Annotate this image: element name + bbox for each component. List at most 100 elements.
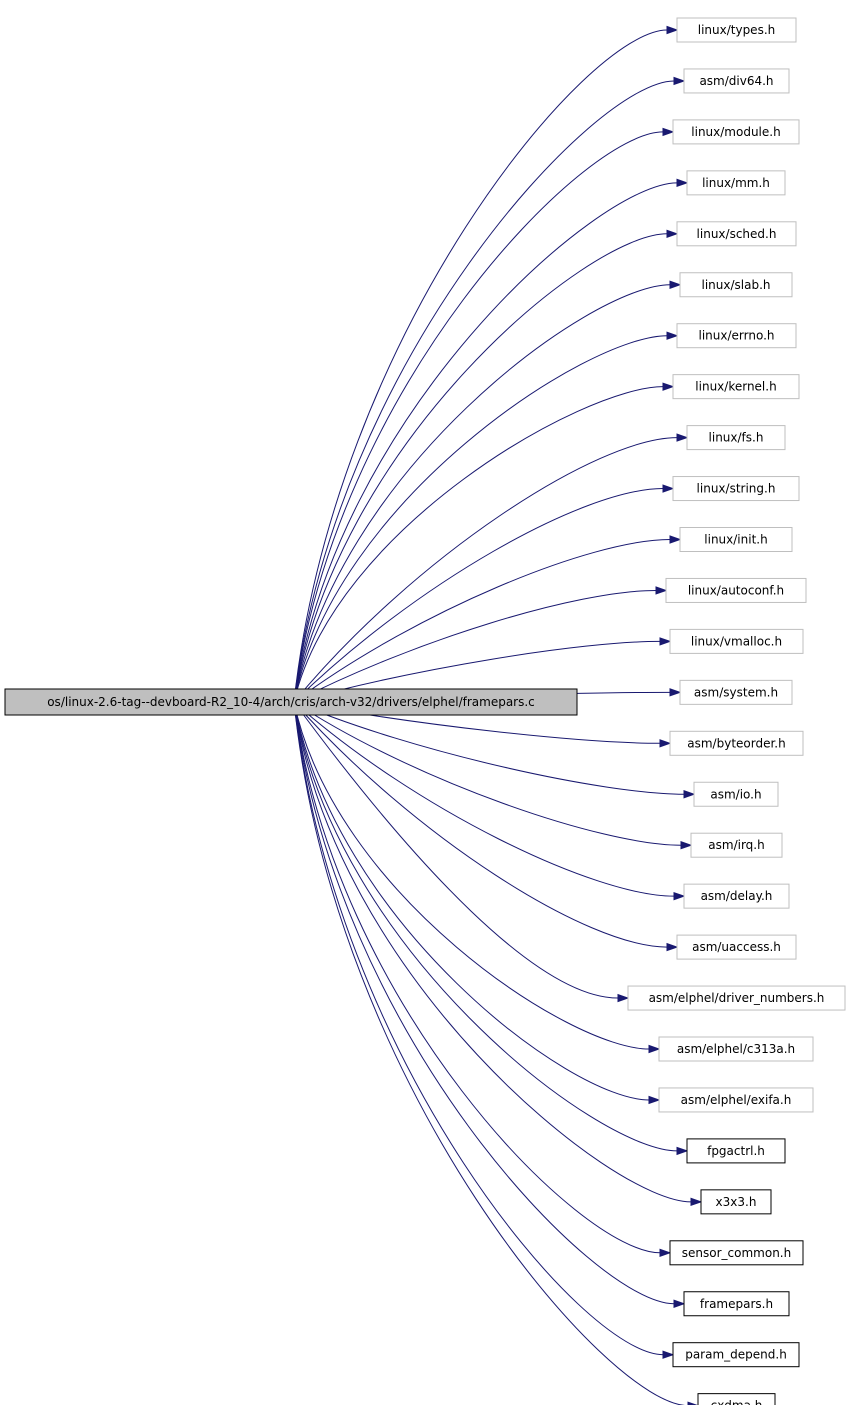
edge-to-asm-delay-h xyxy=(293,701,675,897)
node-box xyxy=(686,1138,786,1164)
node-box xyxy=(683,883,790,909)
node-x3x3-h[interactable]: x3x3.h xyxy=(700,1189,772,1215)
node-framepars-h[interactable]: framepars.h xyxy=(683,1291,790,1317)
node-box xyxy=(690,832,783,858)
node-label: sensor_common.h xyxy=(682,1246,791,1260)
node-cxdma-h[interactable]: cxdma.h xyxy=(697,1393,776,1405)
node-label: linux/init.h xyxy=(704,533,767,547)
node-box xyxy=(686,425,786,451)
node-box xyxy=(676,323,797,349)
node-label: linux/vmalloc.h xyxy=(691,634,782,648)
node-box xyxy=(672,374,800,400)
arrowhead-framepars-h xyxy=(673,1299,686,1308)
edge-to-asm-elphel-c313a-h xyxy=(293,701,650,1050)
node-label: asm/uaccess.h xyxy=(692,940,781,954)
edges-layer xyxy=(293,25,703,1405)
edge-to-linux-sched-h xyxy=(293,233,668,703)
node-box xyxy=(679,527,793,552)
node-box xyxy=(683,68,790,94)
node-label: asm/elphel/c313a.h xyxy=(677,1042,795,1056)
node-box xyxy=(679,272,793,298)
arrowhead-x3x3-h xyxy=(690,1197,703,1207)
arrowhead-param-depend-h xyxy=(662,1350,675,1359)
node-param-depend-h[interactable]: param_depend.h xyxy=(672,1342,800,1368)
arrowhead-linux-slab-h xyxy=(669,280,682,289)
node-linux-string-h: linux/string.h xyxy=(672,476,800,502)
node-label: linux/sched.h xyxy=(697,227,777,241)
edge-to-linux-string-h xyxy=(293,488,664,703)
node-asm-delay-h: asm/delay.h xyxy=(683,883,790,909)
source-node-label: os/linux-2.6-tag--devboard-R2_10-4/arch/… xyxy=(47,695,535,709)
nodes-layer: linux/types.h asm/div64.h linux/module.h li… xyxy=(4,17,846,1405)
arrowhead-linux-mm-h xyxy=(676,178,689,188)
node-linux-fs-h: linux/fs.h xyxy=(686,425,786,451)
arrowhead-linux-kernel-h xyxy=(662,382,675,391)
arrowhead-linux-vmalloc-h xyxy=(659,637,672,646)
node-box xyxy=(627,985,846,1011)
arrowhead-asm-io-h xyxy=(683,790,696,799)
node-asm-elphel-c313a-h: asm/elphel/c313a.h xyxy=(658,1036,814,1062)
node-asm-byteorder-h: asm/byteorder.h xyxy=(669,730,804,756)
node-box xyxy=(676,934,797,960)
node-label: framepars.h xyxy=(700,1297,773,1311)
edge-to-asm-elphel-driver-numbers-h xyxy=(293,701,619,999)
arrowhead-sensor-common-h xyxy=(659,1248,672,1258)
edge-to-cxdma-h xyxy=(293,701,687,1405)
edge-to-linux-fs-h xyxy=(293,437,678,703)
node-label: linux/module.h xyxy=(691,125,780,139)
node-asm-div64-h: asm/div64.h xyxy=(683,68,790,94)
node-label: fpgactrl.h xyxy=(707,1144,765,1158)
edge-to-linux-errno-h xyxy=(293,335,668,703)
node-label: linux/autoconf.h xyxy=(688,583,784,597)
node-box xyxy=(697,1393,776,1405)
arrowhead-linux-init-h xyxy=(669,535,682,544)
arrowhead-asm-div64-h xyxy=(673,76,686,86)
node-asm-system-h: asm/system.h xyxy=(679,679,793,705)
node-linux-types-h: linux/types.h xyxy=(676,17,797,43)
edge-to-asm-io-h xyxy=(293,701,685,795)
node-fpgactrl-h[interactable]: fpgactrl.h xyxy=(686,1138,786,1164)
node-box xyxy=(683,1291,790,1317)
edge-to-param-depend-h xyxy=(293,701,664,1356)
node-box xyxy=(686,170,786,196)
edge-to-linux-kernel-h xyxy=(293,386,664,703)
node-label: linux/mm.h xyxy=(702,176,770,190)
node-box xyxy=(669,1240,804,1266)
arrowhead-linux-autoconf-h xyxy=(655,586,668,595)
node-asm-uaccess-h: asm/uaccess.h xyxy=(676,934,797,960)
node-label: linux/errno.h xyxy=(698,329,774,343)
arrowhead-linux-types-h xyxy=(666,25,679,35)
node-asm-io-h: asm/io.h xyxy=(693,781,779,807)
edge-to-linux-init-h xyxy=(293,539,671,703)
node-linux-vmalloc-h: linux/vmalloc.h xyxy=(669,628,804,654)
arrowhead-asm-irq-h xyxy=(680,840,693,850)
arrowhead-asm-byteorder-h xyxy=(659,739,672,748)
node-box xyxy=(672,476,800,502)
node-asm-irq-h: asm/irq.h xyxy=(690,832,783,858)
node-box xyxy=(672,119,800,145)
node-asm-elphel-driver-numbers-h: asm/elphel/driver_numbers.h xyxy=(627,985,846,1011)
arrowhead-asm-delay-h xyxy=(673,891,686,901)
node-box xyxy=(693,781,779,807)
node-box xyxy=(669,628,804,654)
edge-to-linux-types-h xyxy=(293,29,668,703)
arrowhead-asm-system-h xyxy=(669,688,682,697)
node-label: asm/elphel/exifa.h xyxy=(681,1093,792,1107)
arrowhead-linux-module-h xyxy=(662,127,675,137)
arrowhead-linux-errno-h xyxy=(666,331,679,340)
node-box xyxy=(676,17,797,43)
node-sensor-common-h[interactable]: sensor_common.h xyxy=(669,1240,804,1266)
node-label: linux/fs.h xyxy=(709,431,764,445)
node-label: param_depend.h xyxy=(685,1348,787,1362)
node-box xyxy=(672,1342,800,1368)
node-label: asm/io.h xyxy=(710,787,761,801)
edge-to-linux-module-h xyxy=(293,131,664,703)
node-linux-mm-h: linux/mm.h xyxy=(686,170,786,196)
arrowhead-linux-fs-h xyxy=(676,433,689,442)
node-label: cxdma.h xyxy=(711,1399,763,1405)
source-node-box xyxy=(4,688,578,716)
edge-to-linux-autoconf-h xyxy=(293,589,657,703)
edge-to-asm-irq-h xyxy=(293,701,682,846)
node-box xyxy=(676,221,797,247)
